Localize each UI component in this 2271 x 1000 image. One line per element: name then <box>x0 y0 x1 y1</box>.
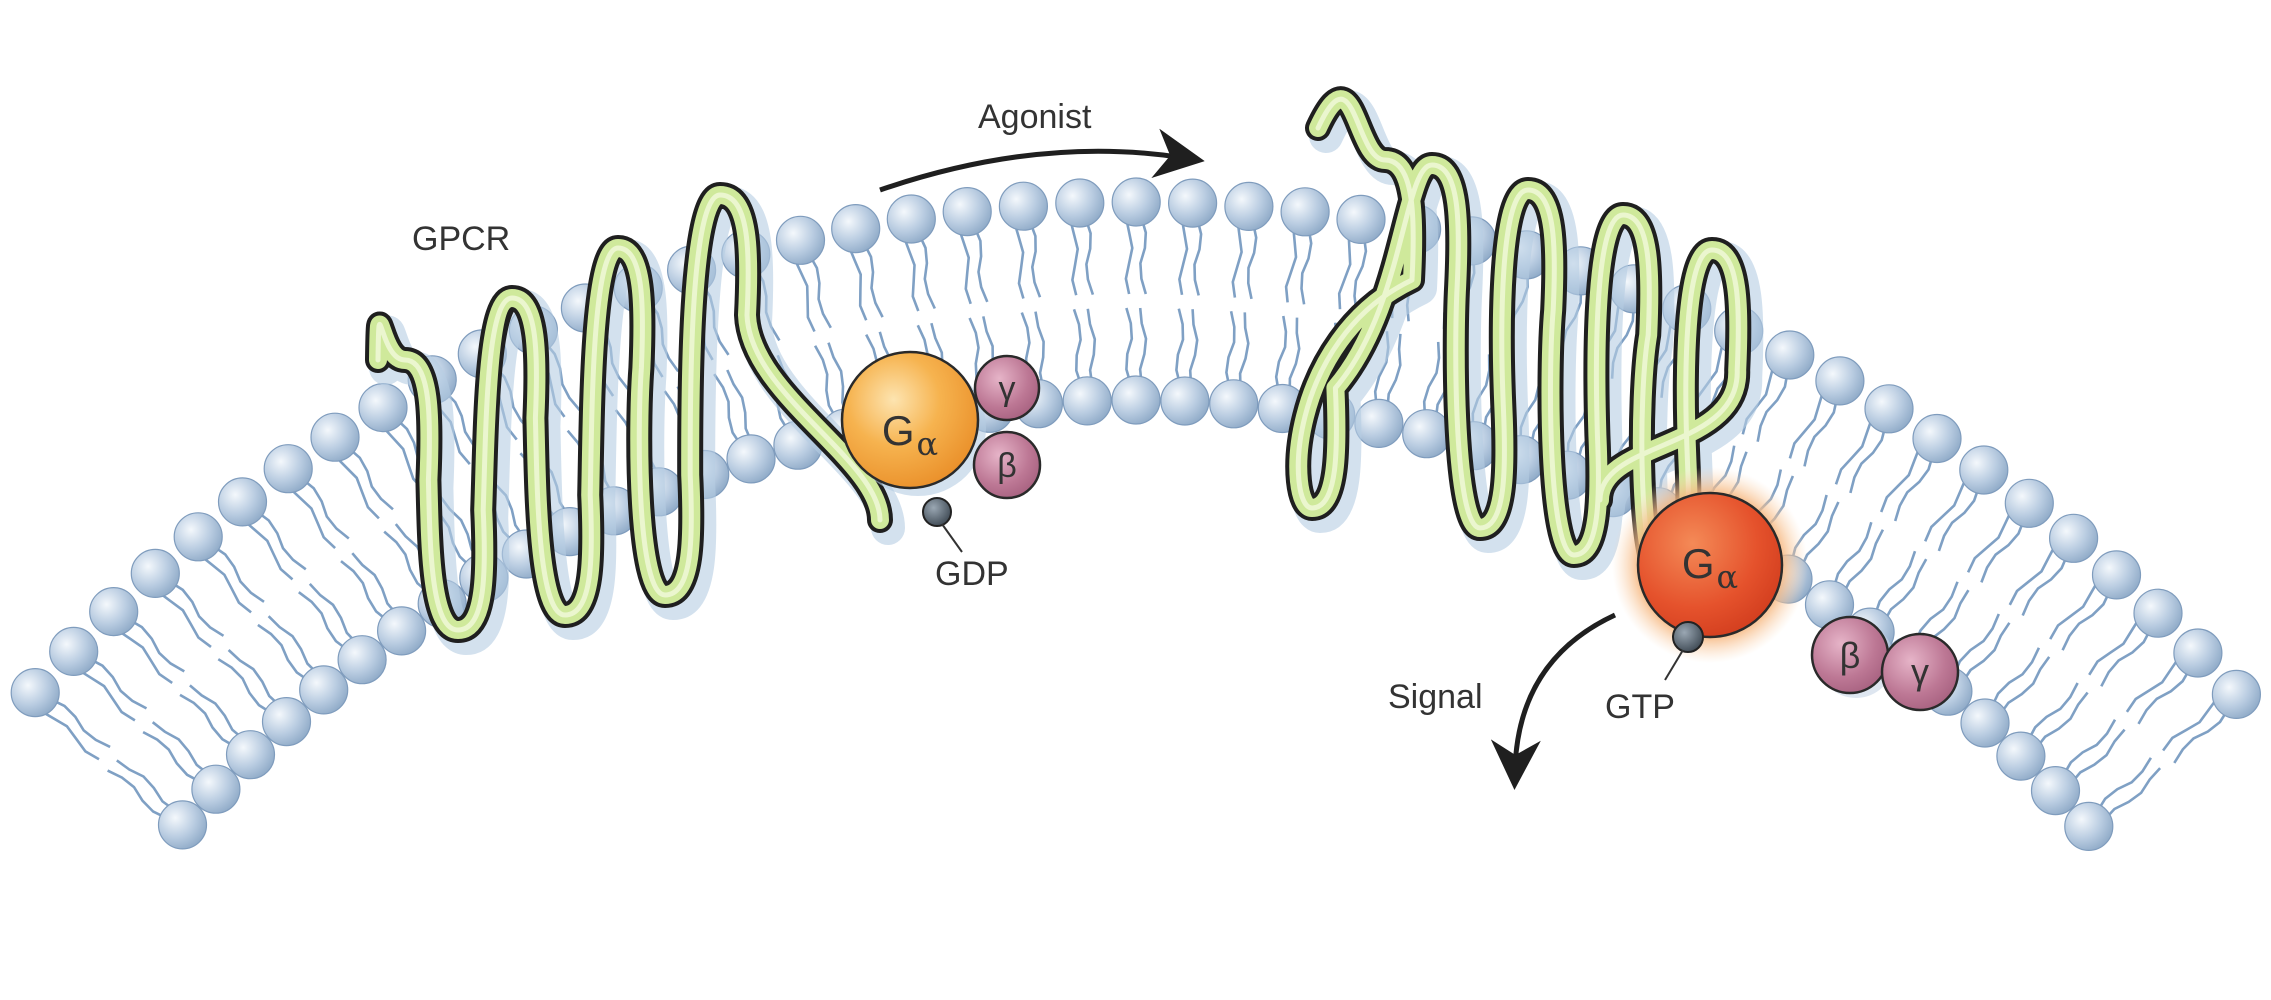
lipid-heads <box>10 177 2261 852</box>
lipid-head <box>998 181 1049 231</box>
lipid-head <box>1336 194 1386 244</box>
lipid-head <box>1209 379 1259 429</box>
lipid-head <box>886 194 936 244</box>
lipid-head <box>2133 588 2183 638</box>
gtp-label: GTP <box>1605 688 1675 726</box>
beta-label-released: β <box>1840 635 1861 676</box>
lipid-head <box>1224 181 1274 231</box>
gpcr-label: GPCR <box>412 220 510 258</box>
gamma-label-released: γ <box>1911 651 1929 692</box>
lipid-head <box>261 696 312 747</box>
lipid-head <box>1160 376 1210 426</box>
lipid-head <box>1912 413 1962 464</box>
g-alpha-subunit-inactive <box>840 350 980 490</box>
gamma-label-inactive: γ <box>999 370 1016 408</box>
signal-arrow <box>1490 612 1617 790</box>
gamma-subunit-inactive <box>973 354 1041 422</box>
signal-label: Signal <box>1388 678 1483 716</box>
g-alpha-label-inactive: Gα <box>882 407 938 463</box>
lipid-head <box>1354 398 1404 448</box>
lipid-bilayer-membrane <box>10 177 2261 852</box>
g-protein-heterotrimer-inactive: Gα γ β <box>840 350 1042 553</box>
agonist-arrow <box>879 128 1205 193</box>
g-letter-active: G <box>1682 540 1715 587</box>
lipid-head <box>1864 384 1914 434</box>
lipid-head <box>1111 177 1161 227</box>
lipid-head <box>2004 478 2054 528</box>
lipid-head <box>2173 628 2223 678</box>
lipid-head <box>1055 178 1105 228</box>
lipid-head <box>130 548 180 599</box>
lipid-head <box>263 444 313 494</box>
lipid-head <box>377 606 427 656</box>
lipid-head <box>1959 445 2009 495</box>
gtp-nucleotide <box>1672 621 1704 653</box>
gpcr-receptor-inactive <box>365 182 905 655</box>
gdp-nucleotide <box>922 497 952 527</box>
lipid-head <box>337 635 387 685</box>
lipid-head <box>1167 178 1218 228</box>
lipid-head <box>49 626 99 677</box>
lipid-head <box>1280 187 1330 237</box>
g-alpha-subunit-active <box>1636 491 1784 639</box>
lipid-head <box>217 477 268 527</box>
gdp-leader-line <box>941 523 963 553</box>
lipid-head <box>358 383 408 433</box>
gamma-subunit-released <box>1880 632 1960 712</box>
lipid-head <box>157 800 208 850</box>
lipid-head <box>1402 409 1452 459</box>
lipid-head <box>1111 375 1161 425</box>
lipid-head <box>942 187 992 237</box>
lipid-head <box>831 204 881 254</box>
lipid-head <box>726 434 776 484</box>
lipid-head <box>89 586 139 637</box>
lipid-head <box>1960 698 2010 748</box>
lipid-head <box>225 730 276 780</box>
lipid-tails <box>29 201 2242 833</box>
lipid-head <box>2211 669 2261 720</box>
lipid-head <box>1062 376 1112 426</box>
lipid-head <box>775 215 826 265</box>
lipid-head <box>10 667 60 718</box>
lipid-head <box>191 764 241 814</box>
lipid-head <box>173 512 223 562</box>
gtp-leader-line <box>1664 649 1684 681</box>
beta-subunit-inactive <box>972 430 1042 500</box>
gdp-label: GDP <box>935 555 1009 593</box>
lipid-head <box>2030 765 2081 816</box>
lipid-head <box>2091 550 2142 600</box>
lipid-head <box>2064 801 2114 852</box>
lipid-head <box>1765 330 1815 380</box>
g-letter: G <box>882 407 915 454</box>
lipid-head <box>1996 731 2046 781</box>
lipid-head <box>2049 513 2099 563</box>
g-alpha-label-active: Gα <box>1682 540 1738 596</box>
g-protein-active: Gα β γ <box>1612 467 1960 712</box>
lipid-head <box>1815 356 1865 406</box>
beta-label-inactive: β <box>997 447 1017 485</box>
alpha-symbol: α <box>917 425 939 463</box>
lipid-head <box>299 665 349 715</box>
lipid-head <box>310 412 360 462</box>
alpha-symbol-active: α <box>1717 558 1739 596</box>
agonist-label: Agonist <box>978 98 1092 136</box>
